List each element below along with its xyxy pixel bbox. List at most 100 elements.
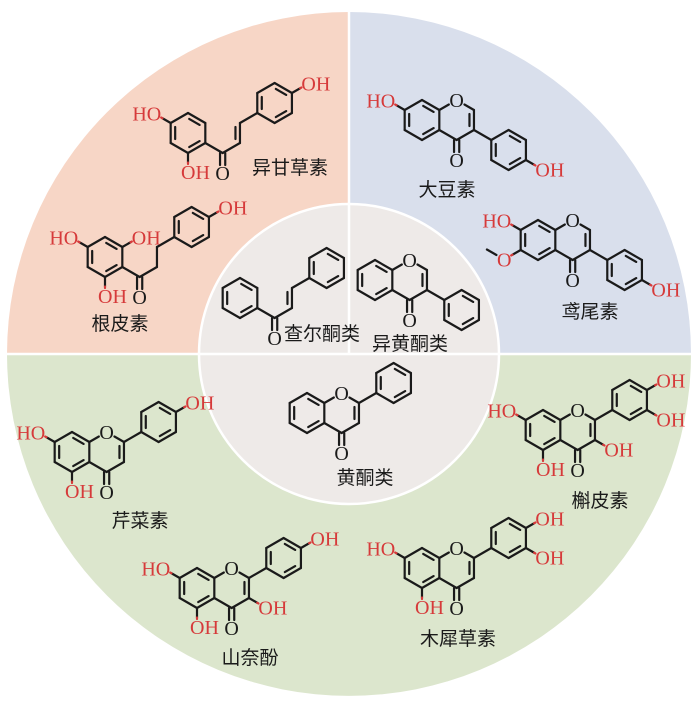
bond	[375, 361, 395, 375]
oxygen-label: O	[449, 90, 463, 112]
bond	[472, 546, 493, 560]
bond	[169, 141, 190, 155]
bond	[191, 211, 205, 220]
bond	[86, 265, 107, 279]
bond	[507, 128, 528, 142]
bond	[113, 435, 126, 444]
hydroxyl-label: HO	[487, 401, 516, 423]
hydroxyl-label: OH	[656, 410, 685, 432]
bond	[392, 391, 413, 405]
bond	[394, 103, 398, 107]
oxygen-label: O	[402, 250, 416, 272]
bond	[438, 576, 458, 590]
bond	[288, 391, 309, 405]
bond	[273, 81, 294, 95]
bond	[195, 596, 216, 610]
oxygen-label: O	[132, 287, 146, 309]
compound-names: 查尔酮类 异黄酮类 黄酮类 异甘草素 根皮素 大豆素 鸢尾素 芹菜素 山奈酚 槲…	[91, 157, 628, 669]
bond	[238, 111, 259, 125]
bond	[645, 408, 657, 416]
bond	[340, 421, 361, 435]
bond	[463, 103, 476, 112]
bond	[510, 253, 514, 257]
bond	[593, 438, 605, 446]
hydroxyl-label: OH	[656, 371, 685, 393]
bond	[173, 235, 193, 249]
bond	[221, 306, 242, 320]
oxygen-label: O	[267, 328, 281, 350]
bond	[160, 116, 164, 120]
hydroxyl-label: OH	[185, 393, 214, 415]
bond	[375, 264, 388, 273]
bond	[511, 248, 522, 256]
hydroxyl-label: OH	[651, 280, 680, 302]
oxygen-label: O	[565, 210, 579, 232]
hydroxyl-label: HO	[16, 423, 45, 445]
bond	[88, 460, 108, 474]
bond	[45, 436, 56, 444]
bond	[282, 566, 303, 580]
bond	[394, 551, 398, 555]
bond	[256, 306, 276, 320]
hydroxyl-label: OH	[65, 481, 94, 503]
bond	[519, 218, 540, 232]
bond	[438, 128, 458, 142]
bond	[238, 276, 259, 290]
bond	[395, 104, 406, 112]
bond	[158, 406, 172, 415]
bond	[507, 516, 528, 530]
bond	[420, 576, 441, 590]
bond	[161, 117, 172, 125]
bond	[121, 265, 141, 279]
bond	[247, 596, 259, 604]
hydroxyl-label: OH	[415, 597, 444, 619]
bond	[543, 437, 556, 446]
bond	[375, 391, 395, 405]
hydroxyl-label: OH	[218, 198, 247, 220]
category-label-chalcones: 查尔酮类	[284, 323, 360, 345]
bond	[438, 103, 450, 112]
bond	[357, 391, 378, 405]
hydroxyl-label: OH	[535, 160, 564, 182]
oxygen-label: O	[449, 150, 463, 172]
bond	[554, 223, 566, 232]
hydroxyl-label: OH	[536, 459, 565, 481]
bond	[460, 288, 481, 302]
bond	[256, 111, 276, 125]
bond	[105, 460, 126, 474]
bond	[290, 87, 302, 95]
bond	[579, 223, 592, 232]
bond	[393, 390, 407, 399]
bond	[240, 305, 253, 314]
bond	[307, 420, 320, 429]
bond	[524, 522, 536, 530]
bond	[538, 224, 551, 233]
bond	[356, 258, 377, 272]
bond	[216, 210, 220, 214]
bond	[53, 460, 74, 474]
bond	[403, 546, 424, 560]
bond	[190, 205, 211, 219]
bond	[356, 288, 377, 302]
hydroxyl-label: HO	[132, 104, 161, 126]
bond	[325, 246, 346, 260]
bond	[174, 406, 186, 414]
bond	[455, 128, 476, 142]
bond	[72, 459, 85, 468]
bond	[559, 413, 571, 422]
bond	[420, 98, 441, 112]
bond	[230, 596, 251, 610]
hydroxyl-label: OH	[258, 598, 287, 620]
bond	[138, 265, 159, 279]
bond	[207, 211, 219, 219]
bond	[606, 248, 626, 262]
bond	[190, 235, 211, 249]
bond	[53, 430, 74, 444]
oxygen-label: O	[402, 310, 416, 332]
bond	[508, 545, 522, 554]
hydroxyl-label: OH	[604, 440, 633, 462]
bond	[186, 141, 207, 155]
bond	[519, 248, 540, 262]
bond	[524, 546, 536, 554]
